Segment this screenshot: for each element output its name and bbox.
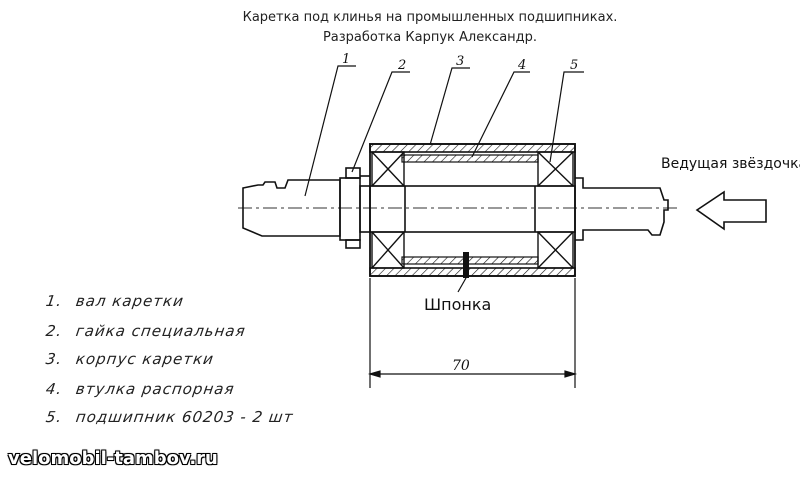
bearing-left (371, 151, 405, 269)
legend-item-1: 1.вал каретки (44, 292, 186, 310)
direction-arrow-icon (695, 190, 767, 231)
legend-item-5: 5.подшипник 60203 - 2 шт (44, 408, 295, 426)
legend-item-4: 4.втулка распорная (44, 380, 236, 398)
legend-item-2: 2.гайка специальная (44, 322, 247, 340)
callout-2: 2 (397, 58, 406, 73)
spacer-sleeve (401, 154, 539, 265)
carriage-housing (369, 143, 576, 277)
key-label: Шпонка (424, 295, 491, 314)
title-line-2: Разработка Карпук Александр. (322, 30, 538, 45)
callout-3: 3 (456, 54, 464, 69)
callout-5: 5 (570, 58, 578, 73)
shaft-left-end (242, 179, 341, 237)
callout-4: 4 (517, 58, 526, 73)
dimension-line (367, 278, 578, 388)
title-line-1: Каретка под клинья на промышленных подши… (242, 10, 618, 25)
bearing-right (537, 151, 574, 269)
site-watermark: velomobil-tambov.ru (8, 448, 218, 469)
drive-sprocket-label: Ведущая звёздочка (661, 156, 800, 172)
shaft-body (359, 185, 576, 233)
shaft-right-end (575, 177, 669, 241)
callout-1: 1 (342, 52, 350, 67)
legend-item-3: 3.корпус каретки (44, 350, 216, 368)
key-part (463, 252, 469, 278)
dimension-value: 70 (452, 358, 470, 374)
